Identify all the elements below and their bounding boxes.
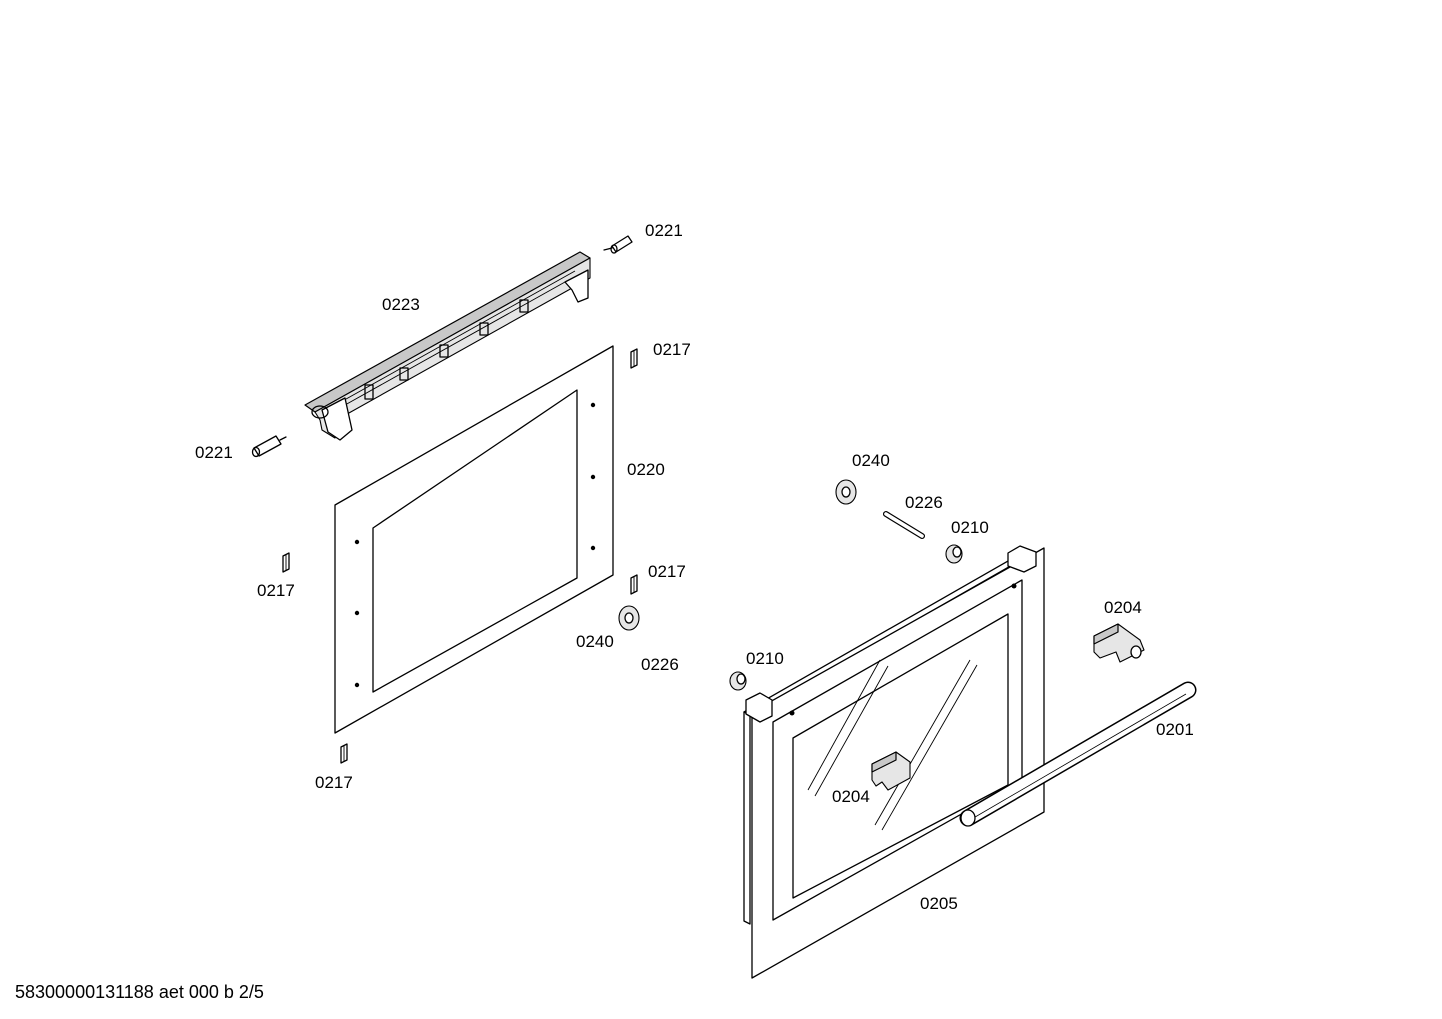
clip-0217-c	[630, 574, 638, 595]
part-label-0226-left: 0226	[641, 655, 679, 674]
bushing-0210-left	[729, 671, 747, 691]
clip-0217-a	[630, 348, 638, 369]
pin-0221-right	[603, 235, 633, 254]
trim-rail-0223	[304, 251, 591, 441]
part-label-0223: 0223	[382, 295, 420, 314]
washer-0240-left	[618, 605, 640, 631]
part-label-0221-left: 0221	[195, 443, 233, 462]
part-label-0217-bottom: 0217	[315, 773, 353, 792]
glass-panel-0220	[334, 345, 614, 734]
rod-0226-right	[883, 511, 925, 539]
part-label-0210-left: 0210	[746, 649, 784, 668]
handle-bar-0201	[959, 681, 1197, 827]
rod-0226-left	[658, 634, 699, 662]
part-label-0220: 0220	[627, 460, 665, 479]
clip-0217-d	[340, 743, 348, 764]
part-label-0240-right: 0240	[852, 451, 890, 470]
pin-0221-left	[251, 435, 287, 458]
part-label-0217-left: 0217	[257, 581, 295, 600]
part-label-0221-right: 0221	[645, 221, 683, 240]
part-label-0205: 0205	[920, 894, 958, 913]
washer-0240-right	[835, 479, 857, 505]
part-label-0217-top: 0217	[653, 340, 691, 359]
part-label-0204-right: 0204	[1104, 598, 1142, 617]
part-label-0201: 0201	[1156, 720, 1194, 739]
bushing-0210-right	[945, 544, 963, 564]
part-label-0226-right: 0226	[905, 493, 943, 512]
part-label-0217-mid: 0217	[648, 562, 686, 581]
clip-0217-b	[282, 552, 290, 573]
part-label-0204-left: 0204	[832, 787, 870, 806]
part-label-0210-right: 0210	[951, 518, 989, 537]
bracket-0204-left	[871, 751, 911, 791]
drawing-reference-footer: 58300000131188 aet 000 b 2/5	[15, 982, 264, 1002]
bracket-0204-right	[1093, 623, 1145, 663]
part-label-0240-left: 0240	[576, 632, 614, 651]
